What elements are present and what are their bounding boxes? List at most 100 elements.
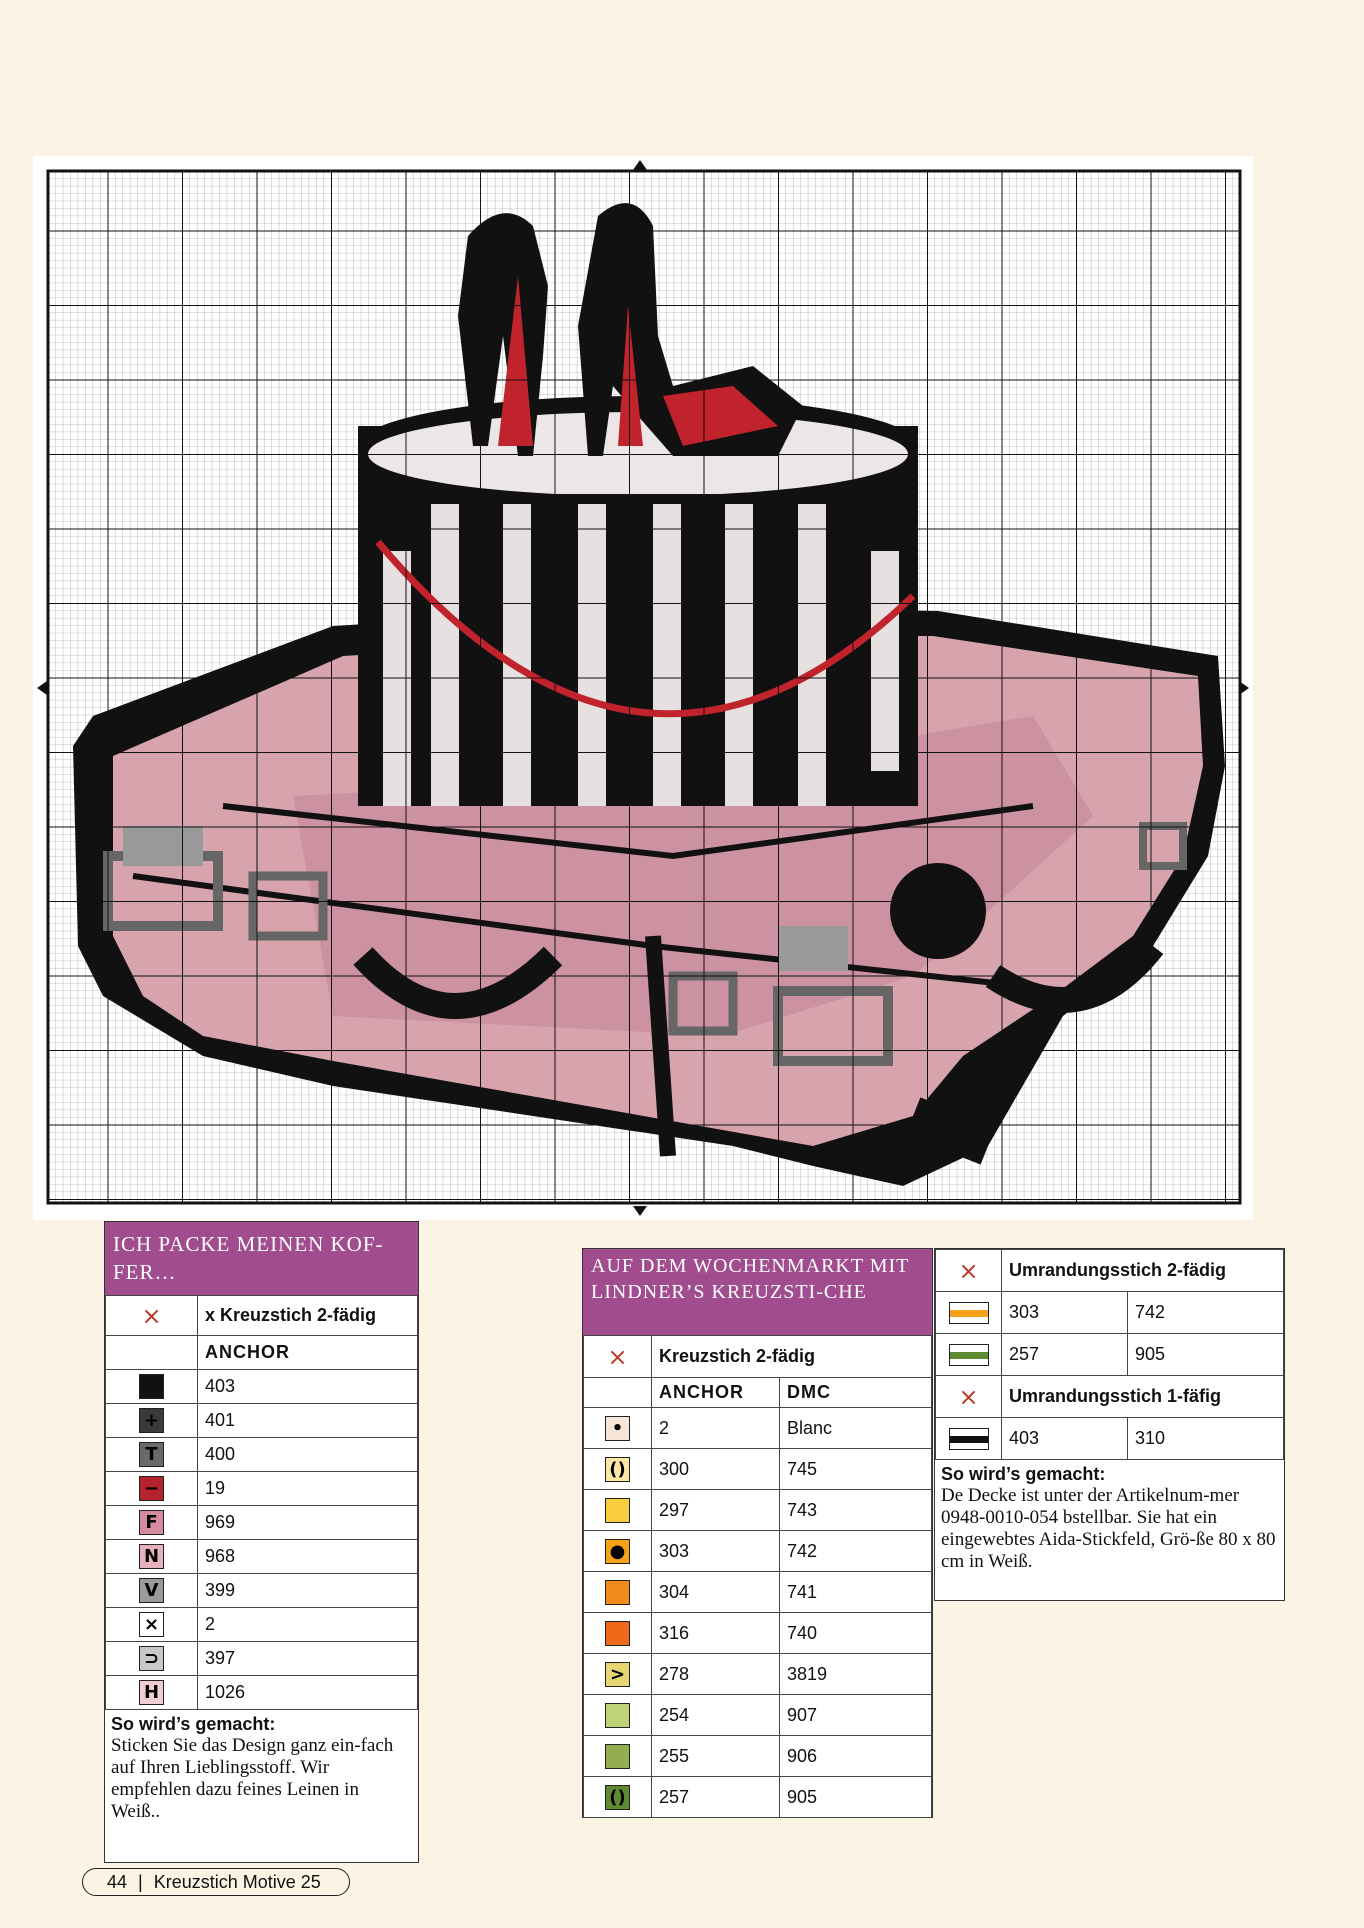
symbol-swatch-icon: ⊃	[139, 1646, 164, 1671]
anchor-number: 303	[651, 1530, 780, 1572]
anchor-number: 255	[651, 1735, 780, 1777]
symbol-swatch-icon: ()	[605, 1784, 630, 1810]
symbol-swatch-icon	[605, 1620, 630, 1646]
anchor-number: 254	[651, 1694, 780, 1736]
legend-wochenmarkt-col-anchor: ANCHOR	[651, 1377, 780, 1408]
symbol-swatch-icon: ()	[605, 1456, 630, 1482]
dmc-number: Blanc	[779, 1407, 932, 1449]
legend-umrandung-note-title: So wird’s gemacht:	[941, 1464, 1106, 1484]
anchor-number: 399	[197, 1573, 418, 1608]
cross-stitch-pattern	[33, 156, 1253, 1220]
anchor-number: 400	[197, 1437, 418, 1472]
anchor-number: 969	[197, 1505, 418, 1540]
symbol-swatch-icon: •	[605, 1415, 630, 1441]
legend-row: −19	[105, 1471, 418, 1506]
anchor-number: 304	[651, 1571, 780, 1613]
legend-wochenmarkt-col-dmc: DMC	[779, 1377, 932, 1408]
legend-row: +401	[105, 1403, 418, 1438]
legend-umrandung-note-text: De Decke ist unter der Artikelnum-mer 09…	[941, 1485, 1276, 1572]
cross-stitch-mark-icon: ×	[141, 1301, 162, 1330]
dmc-number: 742	[1127, 1291, 1284, 1334]
symbol-swatch-icon: +	[139, 1408, 164, 1433]
symbol-swatch-icon	[139, 1374, 164, 1399]
anchor-number: 303	[1001, 1291, 1128, 1334]
anchor-number: 316	[651, 1612, 780, 1654]
outline-stitch-icon	[948, 1343, 989, 1366]
dmc-number: 743	[779, 1489, 932, 1531]
legend-koffer-heading: ICH PACKE MEINEN KOF-FER…	[105, 1222, 418, 1295]
legend-row: N 968	[105, 1539, 418, 1574]
anchor-number: 403	[197, 1369, 418, 1404]
dmc-number: 310	[1127, 1417, 1284, 1460]
dmc-number: 3819	[779, 1653, 932, 1695]
anchor-number: 297	[651, 1489, 780, 1531]
anchor-number: 397	[197, 1641, 418, 1676]
symbol-swatch-icon: N	[139, 1544, 164, 1569]
legend-row: T 400	[105, 1437, 418, 1472]
anchor-number: 2	[651, 1407, 780, 1449]
symbol-swatch-icon: H	[139, 1680, 164, 1705]
dmc-number: 905	[779, 1776, 932, 1818]
page-footer: 44 | Kreuzstich Motive 25	[82, 1868, 350, 1896]
legend-koffer-note-title: So wird’s gemacht:	[111, 1714, 276, 1734]
dmc-number: 745	[779, 1448, 932, 1490]
cross-stitch-mark-icon: ×	[958, 1256, 979, 1285]
symbol-swatch-icon	[605, 1743, 630, 1769]
dmc-number: 740	[779, 1612, 932, 1654]
symbol-swatch-icon	[605, 1497, 630, 1523]
symbol-swatch-icon: ●	[605, 1538, 630, 1564]
anchor-number: 401	[197, 1403, 418, 1438]
symbol-swatch-icon	[605, 1702, 630, 1728]
page-number: 44	[107, 1872, 128, 1892]
anchor-number: 257	[651, 1776, 780, 1818]
legend-umrandung-1f-label: Umrandungsstich 1-fäfig	[1001, 1375, 1284, 1418]
legend-wochenmarkt-heading: AUF DEM WOCHENMARKT MIT LINDNER’S KREUZS…	[583, 1249, 932, 1335]
legend-row: H 1026	[105, 1675, 418, 1710]
anchor-number: 968	[197, 1539, 418, 1574]
legend-wochenmarkt-stitch-label: Kreuzstich 2-fädig	[651, 1335, 932, 1378]
legend-umrandung-2f-label: Umrandungsstich 2-fädig	[1001, 1249, 1284, 1292]
symbol-swatch-icon: >	[605, 1661, 630, 1687]
dmc-number: 907	[779, 1694, 932, 1736]
outline-stitch-icon	[948, 1427, 989, 1450]
dmc-number: 742	[779, 1530, 932, 1572]
legend-row: 403	[105, 1369, 418, 1404]
symbol-swatch-icon	[605, 1579, 630, 1605]
anchor-number: 278	[651, 1653, 780, 1695]
cross-stitch-mark-icon: ×	[958, 1382, 979, 1411]
anchor-number: 300	[651, 1448, 780, 1490]
anchor-number: 1026	[197, 1675, 418, 1710]
dmc-number: 906	[779, 1735, 932, 1777]
anchor-number: 257	[1001, 1333, 1128, 1376]
legend-wochenmarkt: AUF DEM WOCHENMARKT MIT LINDNER’S KREUZS…	[582, 1248, 933, 1818]
legend-koffer: ICH PACKE MEINEN KOF-FER… × x Kreuzstich…	[104, 1221, 419, 1863]
legend-koffer-stitch-label: x Kreuzstich 2-fädig	[197, 1295, 418, 1336]
pattern-grid	[37, 160, 1249, 1216]
symbol-swatch-icon: ×	[139, 1612, 164, 1637]
legend-koffer-note: So wird’s gemacht: Sticken Sie das Desig…	[105, 1710, 418, 1829]
magazine-title: Kreuzstich Motive 25	[153, 1872, 321, 1892]
legend-row: ⊃ 397	[105, 1641, 418, 1676]
legend-koffer-col-anchor: ANCHOR	[197, 1335, 418, 1370]
cross-stitch-mark-icon: ×	[607, 1342, 628, 1371]
footer-separator: |	[138, 1872, 143, 1892]
symbol-swatch-icon: T	[139, 1442, 164, 1467]
